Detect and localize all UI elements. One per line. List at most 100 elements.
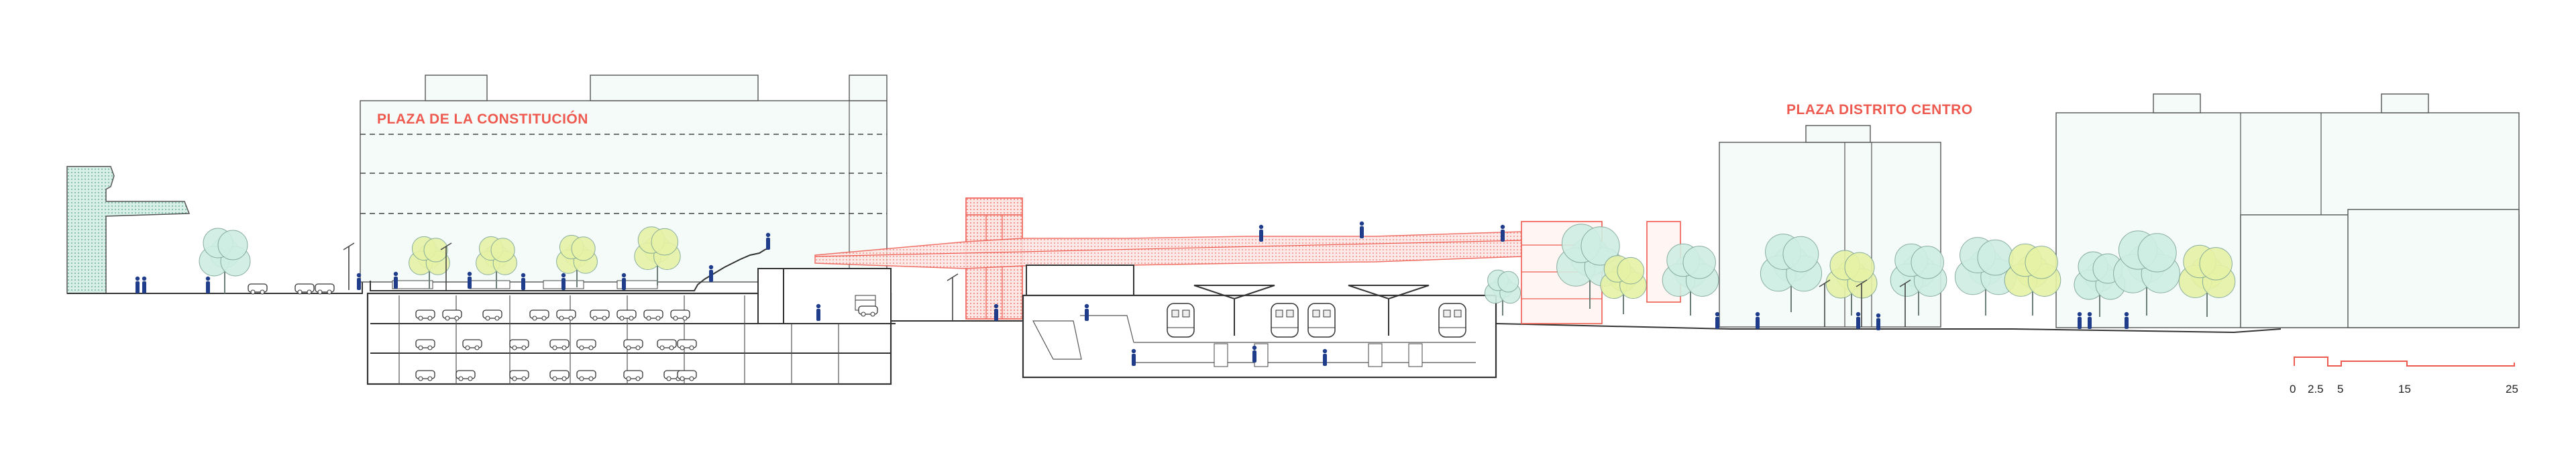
scale-tick-15: 15: [2398, 383, 2411, 395]
person: [816, 303, 821, 321]
car: [677, 370, 697, 381]
person: [1322, 348, 1328, 366]
parked-cars: [248, 283, 878, 381]
plaza-constitucion-label: PLAZA DE LA CONSTITUCIÓN: [377, 111, 588, 127]
red-footbridge: [814, 197, 1523, 320]
person: [1258, 224, 1264, 242]
tree: [1556, 224, 1623, 309]
person: [1500, 224, 1505, 242]
person: [205, 276, 211, 293]
scale-tick-2.5: 2.5: [2308, 383, 2324, 395]
train-car: [1438, 303, 1466, 338]
person: [994, 303, 999, 321]
car: [442, 310, 462, 321]
car: [858, 305, 878, 317]
person: [1252, 345, 1257, 363]
car: [677, 339, 697, 350]
tree: [476, 236, 517, 289]
tree: [199, 228, 251, 293]
person: [2087, 312, 2092, 329]
scale-tick-0: 0: [2290, 383, 2296, 395]
tree: [1484, 269, 1521, 316]
street-lamps: [343, 242, 1911, 327]
street-lamp: [343, 242, 355, 290]
street-lamp: [440, 242, 452, 290]
car: [549, 370, 570, 381]
car: [623, 370, 643, 381]
car: [643, 310, 663, 321]
plaza-distrito-label: PLAZA DISTRITO CENTRO: [1786, 102, 1973, 117]
tree: [1954, 237, 2017, 316]
street-lamp: [1856, 279, 1868, 327]
scale-bar: 0 2.5 5 15 25: [2290, 357, 2518, 395]
person: [561, 273, 566, 290]
car: [670, 310, 690, 321]
car: [556, 310, 576, 321]
person: [2124, 312, 2129, 329]
person: [1715, 312, 1720, 329]
street-lamp: [1899, 279, 1911, 327]
train-car: [1271, 303, 1299, 338]
person: [1084, 303, 1089, 321]
person: [356, 273, 362, 290]
car: [549, 339, 570, 350]
person: [765, 232, 771, 250]
distrito-building-b: [2055, 93, 2520, 328]
person: [142, 276, 147, 293]
person: [1876, 313, 1881, 330]
person: [135, 276, 140, 293]
person: [467, 271, 472, 289]
metro-trains: [1167, 303, 1466, 338]
person: [1755, 312, 1760, 329]
car: [576, 339, 596, 350]
car: [415, 370, 435, 381]
underground-parking: [366, 268, 892, 385]
person: [621, 273, 627, 290]
car: [509, 339, 529, 350]
distrito-building-a: [1719, 125, 1941, 328]
car: [509, 370, 529, 381]
tree: [1760, 234, 1823, 312]
person: [2077, 312, 2082, 329]
person: [1856, 312, 1861, 329]
person: [1131, 348, 1136, 366]
metro-station: [1022, 265, 1497, 379]
car: [455, 370, 476, 381]
person: [393, 271, 398, 289]
person: [708, 265, 714, 282]
tree: [1890, 243, 1947, 316]
tree: [556, 234, 598, 287]
person: [1359, 221, 1364, 238]
car: [482, 310, 502, 321]
tree: [1825, 250, 1878, 316]
street-lamp: [1819, 279, 1831, 327]
car: [294, 283, 315, 295]
ground-line-right: [1495, 323, 2282, 334]
tree: [1600, 255, 1647, 314]
car: [529, 310, 549, 321]
car: [462, 339, 482, 350]
scale-tick-5: 5: [2337, 383, 2343, 395]
train-car: [1307, 303, 1336, 338]
car: [415, 339, 435, 350]
tree: [2178, 244, 2236, 317]
plaza-deck: [370, 248, 769, 291]
scale-tick-25: 25: [2506, 383, 2518, 395]
car: [616, 310, 637, 321]
tree: [409, 236, 450, 289]
trees: [199, 224, 2236, 317]
car: [657, 339, 677, 350]
car: [415, 310, 435, 321]
car: [248, 283, 268, 295]
street-lamp: [947, 273, 959, 321]
tree: [634, 226, 681, 285]
car: [315, 283, 335, 295]
person: [521, 273, 526, 290]
tree: [1662, 243, 1719, 316]
car: [576, 370, 596, 381]
pedestrians: [135, 221, 2129, 366]
tree: [2004, 243, 2061, 316]
car: [623, 339, 643, 350]
car: [590, 310, 610, 321]
